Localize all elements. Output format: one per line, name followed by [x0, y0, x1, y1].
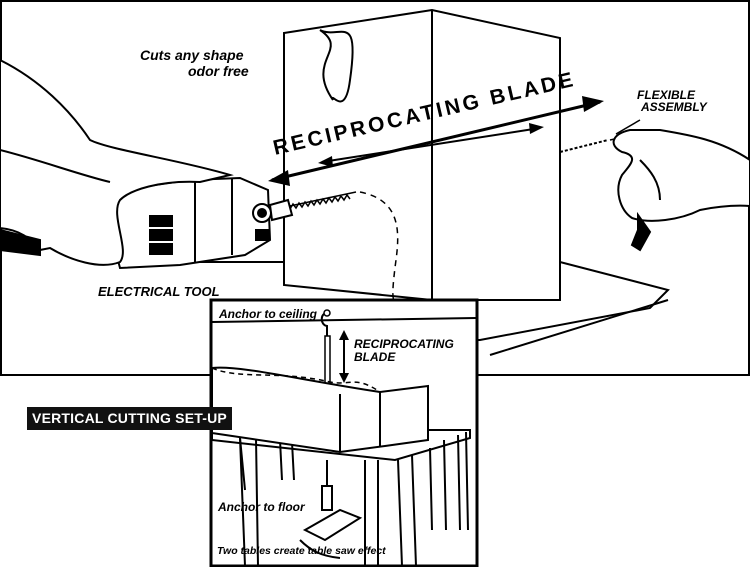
- tool-label: ELECTRICAL TOOL: [98, 284, 220, 299]
- floor-anchor: [299, 460, 363, 559]
- table-edge: [489, 299, 669, 356]
- saw-blade: [284, 191, 357, 210]
- caption-line1: Cuts any shape: [140, 47, 244, 63]
- inset-foam: [211, 366, 429, 454]
- blade-arrow-head-right: [582, 96, 604, 112]
- tables-caption: Two tables create table saw effect: [217, 545, 386, 557]
- inset-blade-line1: RECIPROCATING: [354, 337, 454, 351]
- cut-squiggle: [319, 29, 354, 103]
- caption-line2: odor free: [188, 63, 249, 79]
- blade-arrow-head-left: [268, 170, 290, 186]
- right-hand: [612, 129, 750, 252]
- blade-arrow-main: [271, 100, 601, 182]
- ceiling-label: Anchor to ceiling: [219, 307, 318, 321]
- flexible-line1: FLEXIBLE: [637, 88, 696, 102]
- blade-arrow-short: [321, 127, 541, 163]
- foam-block: [283, 8, 561, 301]
- cut-path-dashed: [359, 191, 399, 303]
- vertical-setup-badge: VERTICAL CUTTING SET-UP: [27, 407, 232, 430]
- left-hand: [0, 58, 234, 266]
- inset-blade-line2: BLADE: [354, 350, 396, 364]
- flexible-blade: [559, 139, 609, 153]
- floor-label: Anchor to floor: [218, 500, 305, 514]
- flexible-line2: ASSEMBLY: [641, 100, 707, 114]
